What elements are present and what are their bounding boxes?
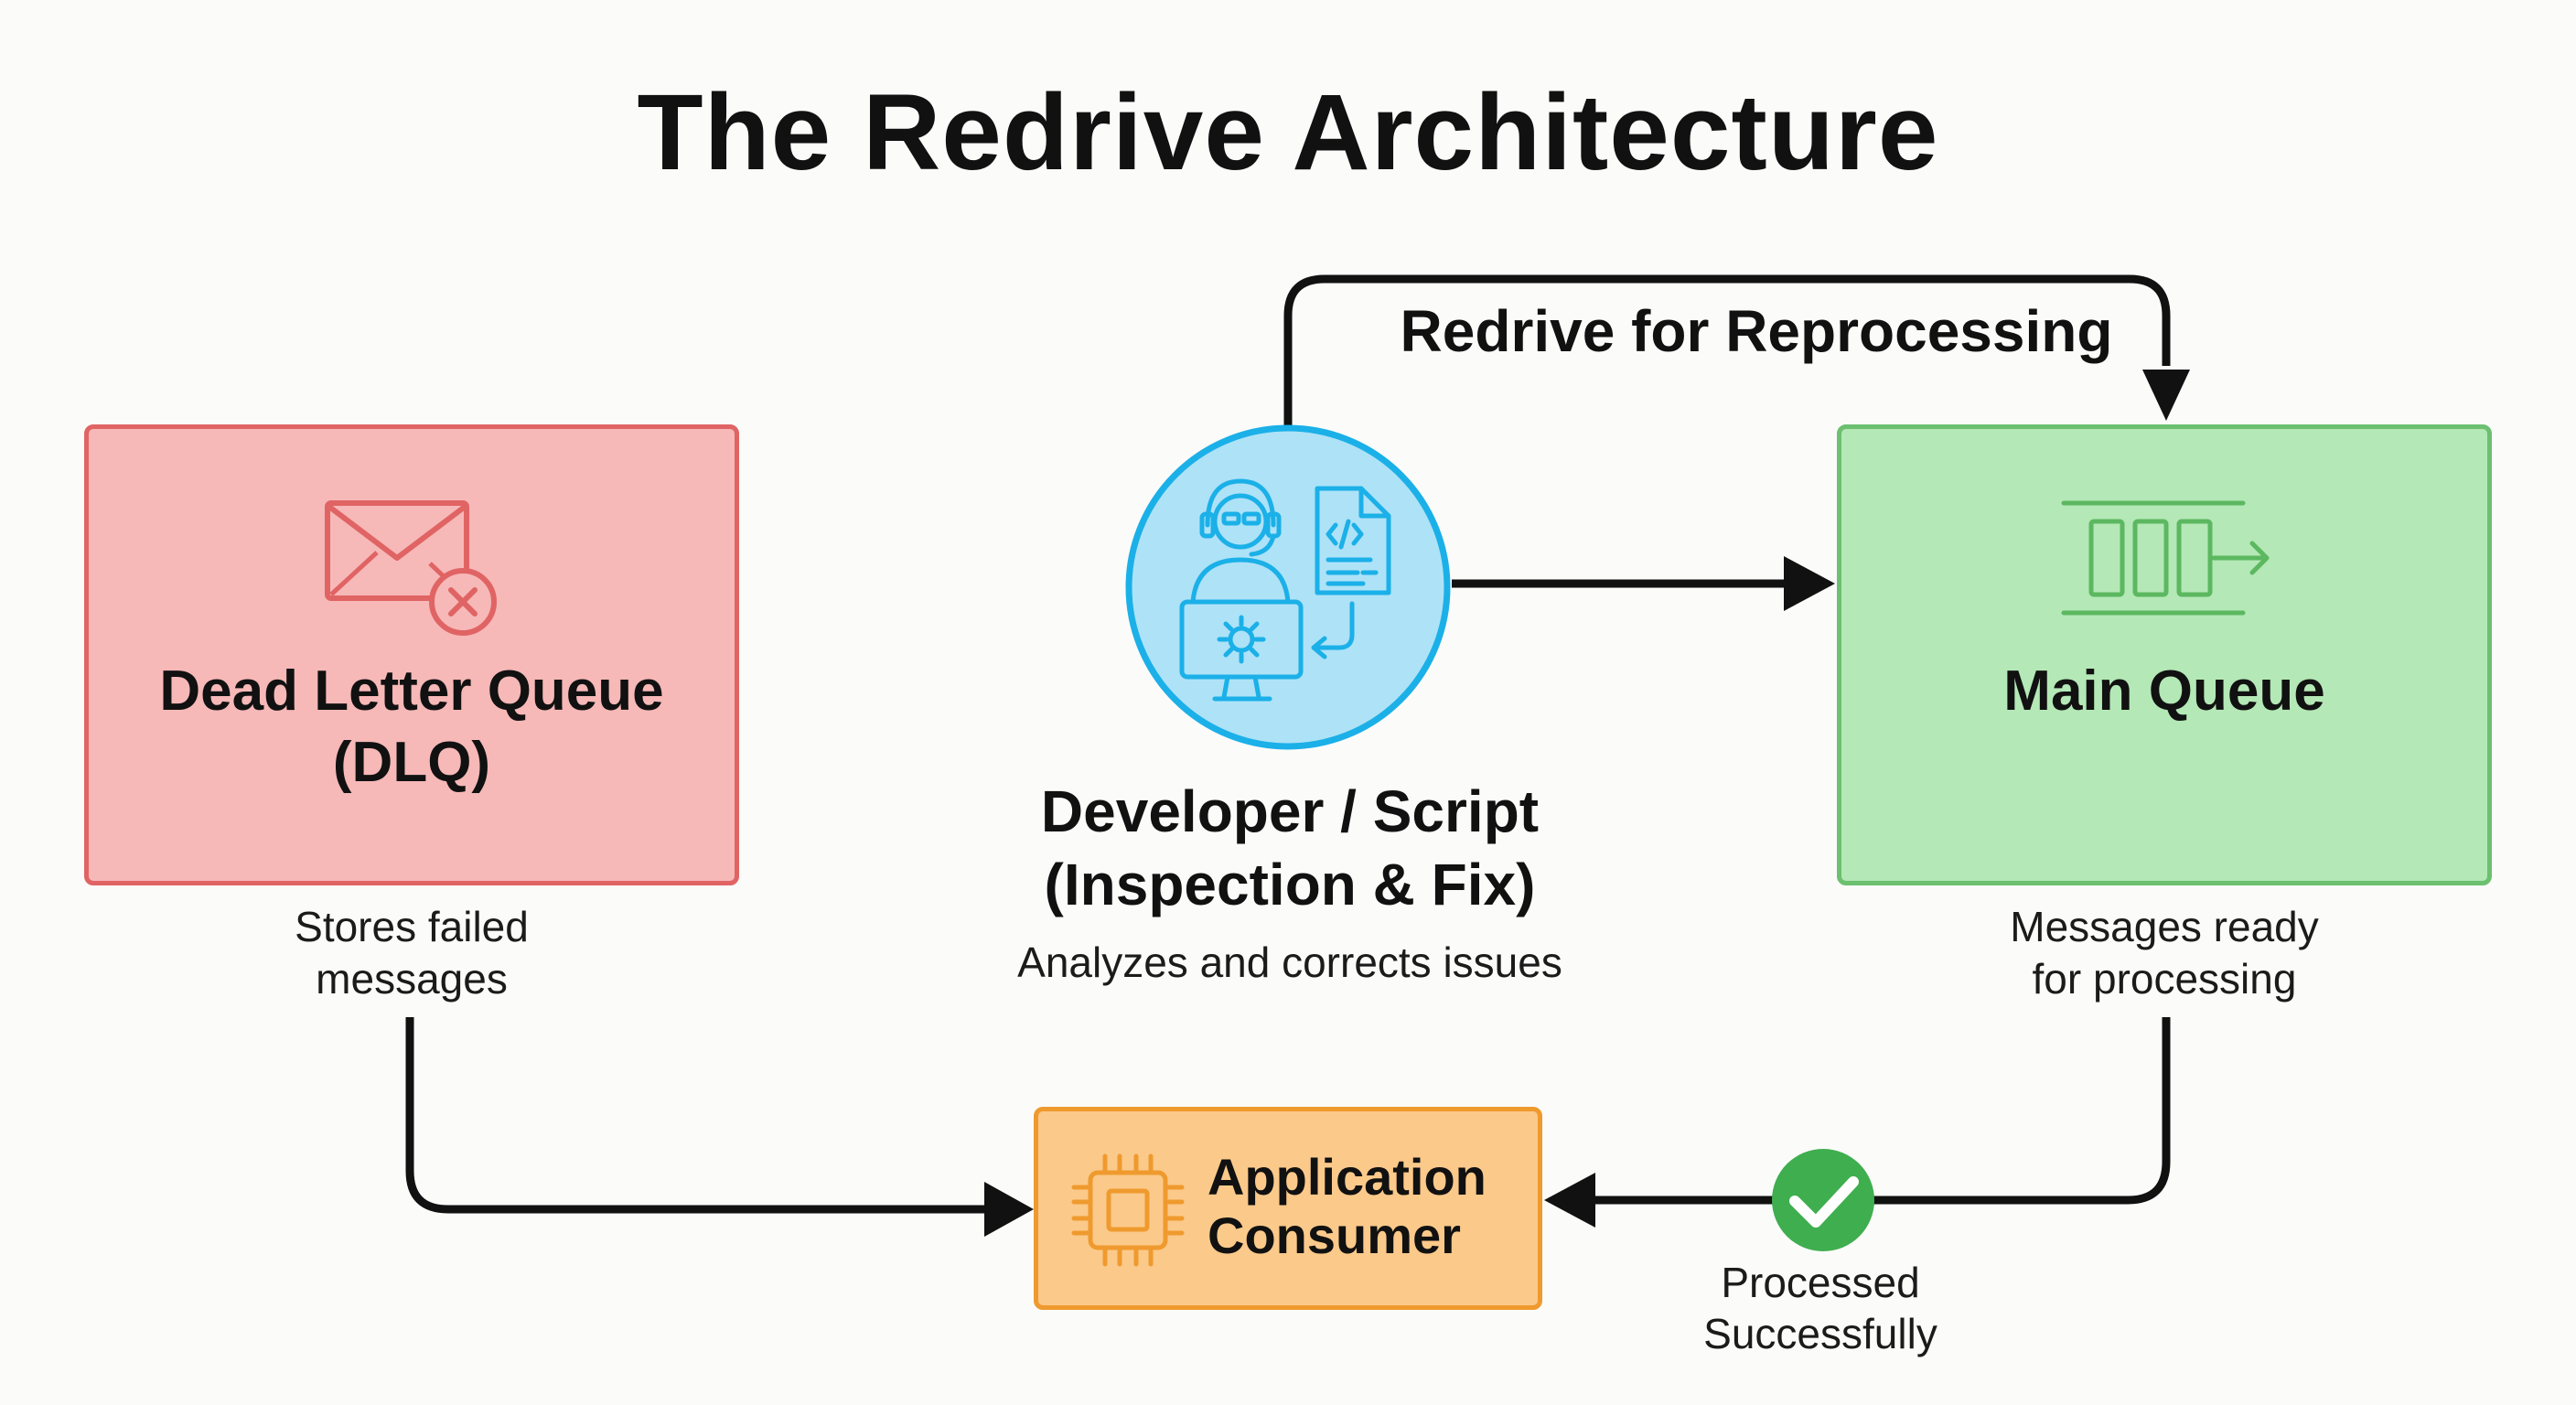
consumer-title-line-2: Consumer (1208, 1207, 1461, 1264)
dlq-caption: Stores failed messages (84, 901, 739, 1005)
dlq-caption-line-1: Stores failed (295, 903, 529, 950)
main-queue-caption: Messages ready for processing (1837, 901, 2492, 1005)
main-queue-caption-line-1: Messages ready (2010, 903, 2319, 950)
redrive-arrowhead (2142, 370, 2190, 421)
dlq-title-line-2: (DLQ) (332, 731, 491, 794)
redrive-arrow (1283, 274, 2171, 425)
main-queue-title: Main Queue (2003, 660, 2325, 723)
processed-caption-line-2: Successfully (1703, 1310, 1937, 1357)
dlq-title-line-1: Dead Letter Queue (159, 660, 664, 723)
main-to-consumer-arrow (1592, 1017, 2171, 1205)
page-title: The Redrive Architecture (637, 72, 1939, 193)
consumer-title: Application Consumer (1208, 1148, 1487, 1265)
developer-title-line-2: (Inspection & Fix) (1044, 852, 1536, 917)
consumer-title-line-1: Application (1208, 1148, 1487, 1206)
processed-caption: Processed Successfully (1637, 1257, 2003, 1359)
developer-title-line-1: Developer / Script (1040, 778, 1540, 844)
main-queue-caption-line-2: for processing (2032, 955, 2297, 1003)
developer-headset-icon (1125, 424, 1451, 750)
dlq-caption-line-2: messages (316, 955, 508, 1003)
developer-to-main-arrowhead (1784, 556, 1835, 611)
developer-title: Developer / Script (Inspection & Fix) (915, 775, 1665, 921)
redrive-label: Redrive for Reprocessing (1400, 298, 2113, 364)
consumer-box (1034, 1107, 1542, 1310)
queue-icon (2061, 500, 2270, 616)
dlq-to-consumer-arrow (405, 1017, 988, 1214)
processed-caption-line-1: Processed (1721, 1259, 1920, 1306)
check-circle-icon (1772, 1149, 1874, 1251)
developer-caption: Analyzes and corrects issues (1017, 938, 1562, 986)
envelope-error-icon (325, 500, 497, 636)
cpu-chip-icon (1071, 1153, 1185, 1267)
main-to-consumer-arrowhead (1544, 1173, 1595, 1228)
dlq-title: Dead Letter Queue (DLQ) (84, 656, 739, 799)
dlq-to-consumer-arrowhead (984, 1182, 1034, 1237)
